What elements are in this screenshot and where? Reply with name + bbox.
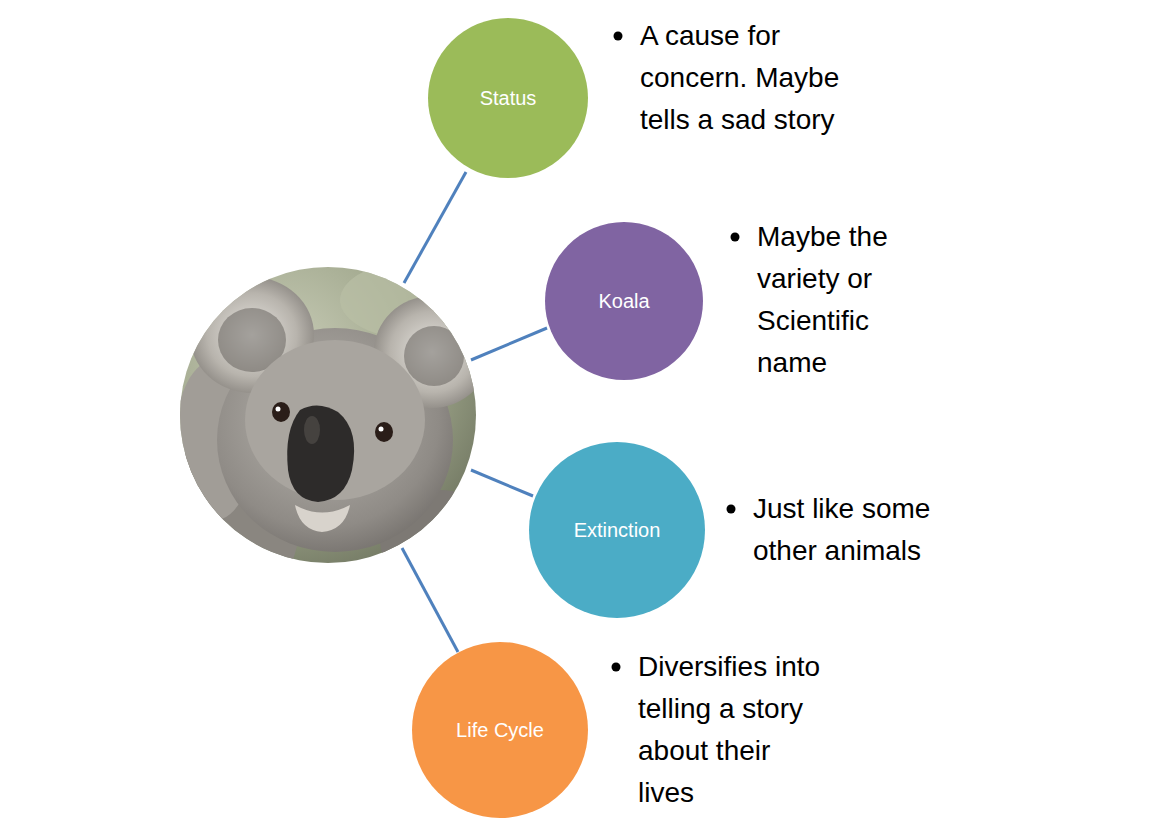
- circle-fill: [545, 222, 703, 380]
- topic-circle: ExtinctionJust like some other animals: [529, 442, 705, 618]
- circle-fill: [529, 442, 705, 618]
- bullet-dot-fill: [612, 663, 621, 672]
- topic-title: Status: [480, 87, 537, 110]
- bullet-dot-fill: [614, 32, 623, 41]
- bullet-text: Maybe the variety or Scientific name: [757, 216, 937, 384]
- circle-fill: [412, 642, 588, 818]
- circle-fill: [428, 18, 588, 178]
- topic-title: Life Cycle: [456, 719, 544, 742]
- topic-title-box: Extinction: [529, 442, 705, 618]
- topic-title: Extinction: [574, 519, 661, 542]
- topic-title-box: Life Cycle: [412, 642, 588, 818]
- bullet-dot: [726, 504, 736, 514]
- bullet-text: A cause for concern. Maybe tells a sad s…: [640, 15, 840, 141]
- bullet-text: Just like some other animals: [753, 488, 973, 572]
- bullet-dot: [611, 662, 621, 672]
- bullet-dot-fill: [727, 505, 736, 514]
- topic-title-box: Status: [428, 18, 588, 178]
- bullet-dot-fill: [731, 233, 740, 242]
- koala-photo: [160, 260, 500, 610]
- topic-title-box: Koala: [545, 222, 703, 380]
- bullet-dot: [730, 232, 740, 242]
- topic-circle: StatusA cause for concern. Maybe tells a…: [428, 18, 588, 178]
- bullet-text: Diversifies into telling a story about t…: [638, 646, 830, 814]
- topic-title: Koala: [598, 290, 649, 313]
- bullet-dot: [613, 31, 623, 41]
- topic-circle: Life CycleDiversifies into telling a sto…: [412, 642, 588, 818]
- topic-circle: KoalaMaybe the variety or Scientific nam…: [545, 222, 703, 380]
